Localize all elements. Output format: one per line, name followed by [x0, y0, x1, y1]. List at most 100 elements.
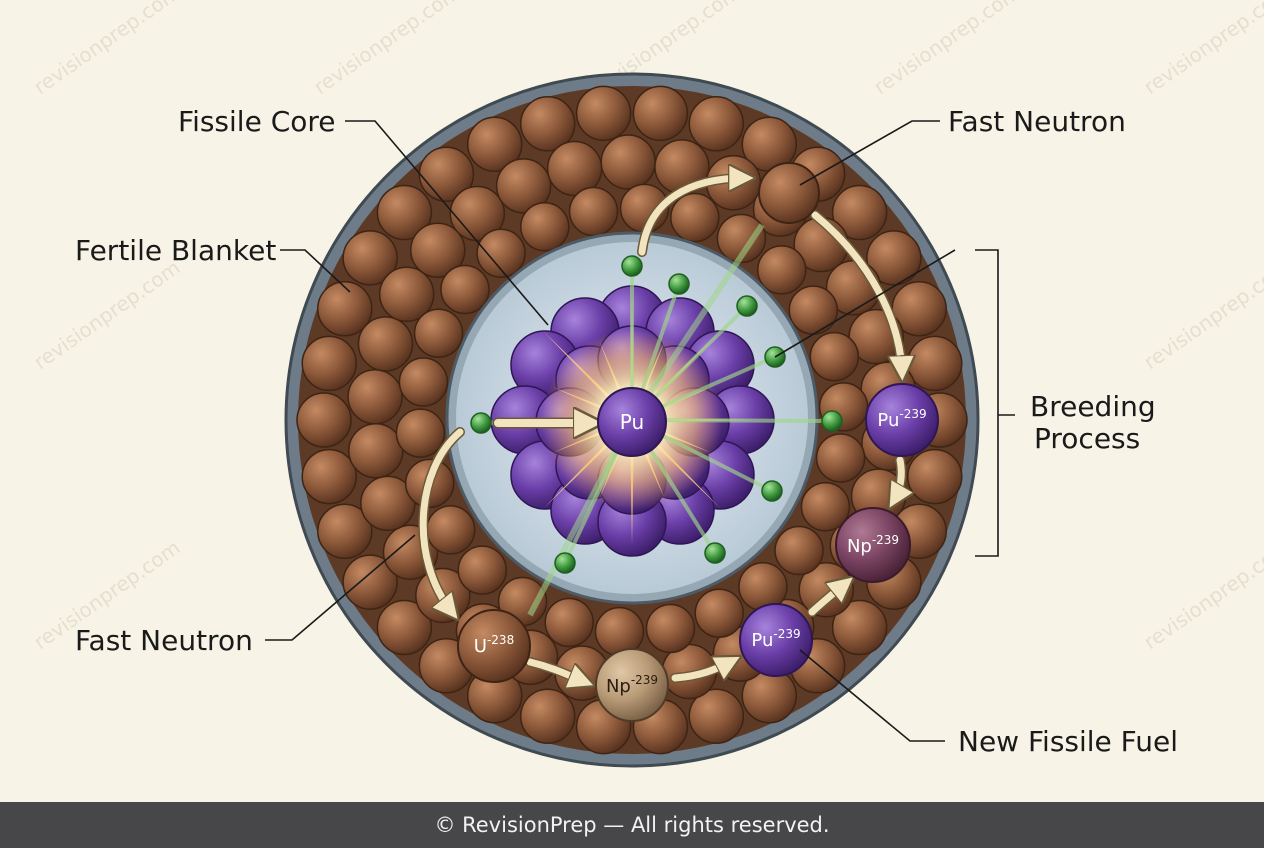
atom-pu239-right: Pu-239 — [865, 383, 939, 457]
blanket-sphere — [317, 503, 373, 560]
svg-text:U-238: U-238 — [474, 633, 514, 658]
watermark: revisionprep.com — [1139, 535, 1264, 654]
leader-fissile-core — [345, 120, 549, 326]
blanket-sphere — [519, 688, 576, 744]
blanket-sphere — [694, 588, 744, 638]
blanket-sphere — [600, 134, 656, 190]
blanket-sphere — [831, 599, 888, 656]
blanket-sphere — [774, 525, 824, 576]
blanket-sphere — [831, 184, 888, 241]
watermark: revisionprep.com — [29, 255, 184, 374]
leader-lines — [265, 120, 1015, 742]
blanket-sphere — [907, 335, 963, 392]
atom-np239-right: Np-239 — [835, 507, 911, 583]
leader-fertile-blanket — [280, 249, 351, 293]
atom-superscript: -239 — [899, 407, 926, 421]
blanket-sphere — [788, 285, 839, 335]
blanket-sphere — [347, 369, 403, 425]
blanket-sphere — [907, 448, 963, 505]
blanket-sphere — [476, 228, 526, 279]
watermark: revisionprep.com — [1139, 255, 1264, 374]
blanket-sphere — [688, 688, 745, 744]
leader-breeding-to-neutron — [774, 249, 956, 358]
svg-text:Pu: Pu — [620, 410, 644, 434]
blanket-sphere — [301, 448, 357, 505]
blanket-sphere — [688, 96, 745, 152]
leader-new-fissile-fuel — [799, 649, 945, 742]
atom-superscript: -239 — [872, 533, 899, 547]
blanket-sphere — [575, 85, 632, 142]
watermark: revisionprep.com — [29, 0, 184, 99]
atom-np239-bottom: Np-239 — [595, 648, 669, 722]
blanket-sphere — [376, 184, 433, 241]
blanket-sphere — [348, 422, 404, 479]
watermark: revisionprep.com — [309, 0, 464, 99]
blanket-sphere — [716, 213, 767, 264]
blanket-sphere — [519, 96, 576, 152]
label-fast-neutron-top: Fast Neutron — [948, 105, 1126, 138]
atom-label: U — [474, 636, 487, 657]
blanket-sphere — [815, 433, 866, 483]
blanket-sphere — [425, 505, 476, 555]
blanket-sphere — [670, 192, 720, 243]
blanket-sphere — [544, 597, 594, 648]
neutron-group — [470, 223, 843, 617]
blanket-sphere — [568, 186, 619, 237]
neutron — [668, 273, 690, 295]
blanket-sphere — [395, 408, 446, 458]
arrow-np239-to-pu239 — [671, 661, 732, 682]
blanket-sphere — [378, 266, 435, 323]
neutron — [554, 552, 576, 574]
label-fast-neutron-bottom: Fast Neutron — [75, 624, 253, 657]
blanket-sphere — [398, 357, 449, 407]
arrow-u238-to-np239 — [526, 658, 585, 682]
atom-superscript: -238 — [487, 633, 514, 647]
label-new-fissile-fuel: New Fissile Fuel — [958, 725, 1178, 758]
svg-text:Pu-239: Pu-239 — [751, 627, 800, 652]
blanket-sphere — [360, 475, 416, 532]
neutron — [736, 295, 758, 317]
leader-fast-neutron-top — [799, 120, 940, 186]
atom-u238: U-238 — [457, 609, 531, 683]
blanket-sphere — [457, 545, 508, 595]
atom-label: Np — [606, 676, 631, 697]
label-fertile-blanket: Fertile Blanket — [75, 234, 276, 267]
blanket-sphere — [520, 202, 570, 252]
neutron — [821, 410, 843, 432]
atom-pu-core: Pu — [597, 387, 667, 457]
process-arrows — [418, 178, 902, 682]
label-breeding-process-line1: Breeding — [1030, 390, 1156, 423]
blanket-sphere — [409, 222, 466, 278]
neutron — [470, 412, 492, 434]
blanket-sphere — [357, 316, 414, 372]
neutron — [621, 255, 643, 277]
blanket-sphere — [376, 599, 433, 656]
blanket-sphere — [413, 308, 464, 358]
blanket-sphere — [466, 116, 523, 173]
neutron-trail — [629, 223, 765, 422]
label-breeding-process-line2: Process — [1034, 422, 1140, 455]
label-fissile-core: Fissile Core — [178, 105, 336, 138]
blanket-sphere — [342, 230, 398, 286]
blanket-sphere — [645, 603, 696, 654]
arrow-pu239-to-np239-up — [808, 583, 846, 616]
blanket-sphere — [342, 554, 398, 610]
atom-label: Np — [847, 536, 872, 557]
svg-text:Pu-239: Pu-239 — [877, 407, 926, 432]
breeding-process-bracket — [975, 249, 999, 557]
blanket-sphere — [440, 264, 490, 315]
blanket-sphere — [301, 335, 357, 392]
arrow-fast-neutron-to-pu239 — [811, 211, 902, 372]
atom-label: Pu — [751, 630, 773, 651]
atom-label: Pu — [620, 410, 644, 434]
atom-superscript: -239 — [631, 673, 658, 687]
neutron — [761, 480, 783, 502]
blanket-sphere — [809, 331, 860, 382]
atom-pu239-bottom: Pu-239 — [739, 603, 813, 677]
arrow-neutron-to-u238 — [419, 428, 464, 612]
leader-fast-neutron-bottom — [265, 534, 416, 641]
atom-label: Pu — [877, 410, 899, 431]
blanket-sphere — [756, 245, 807, 295]
atom-superscript: -239 — [773, 627, 800, 641]
